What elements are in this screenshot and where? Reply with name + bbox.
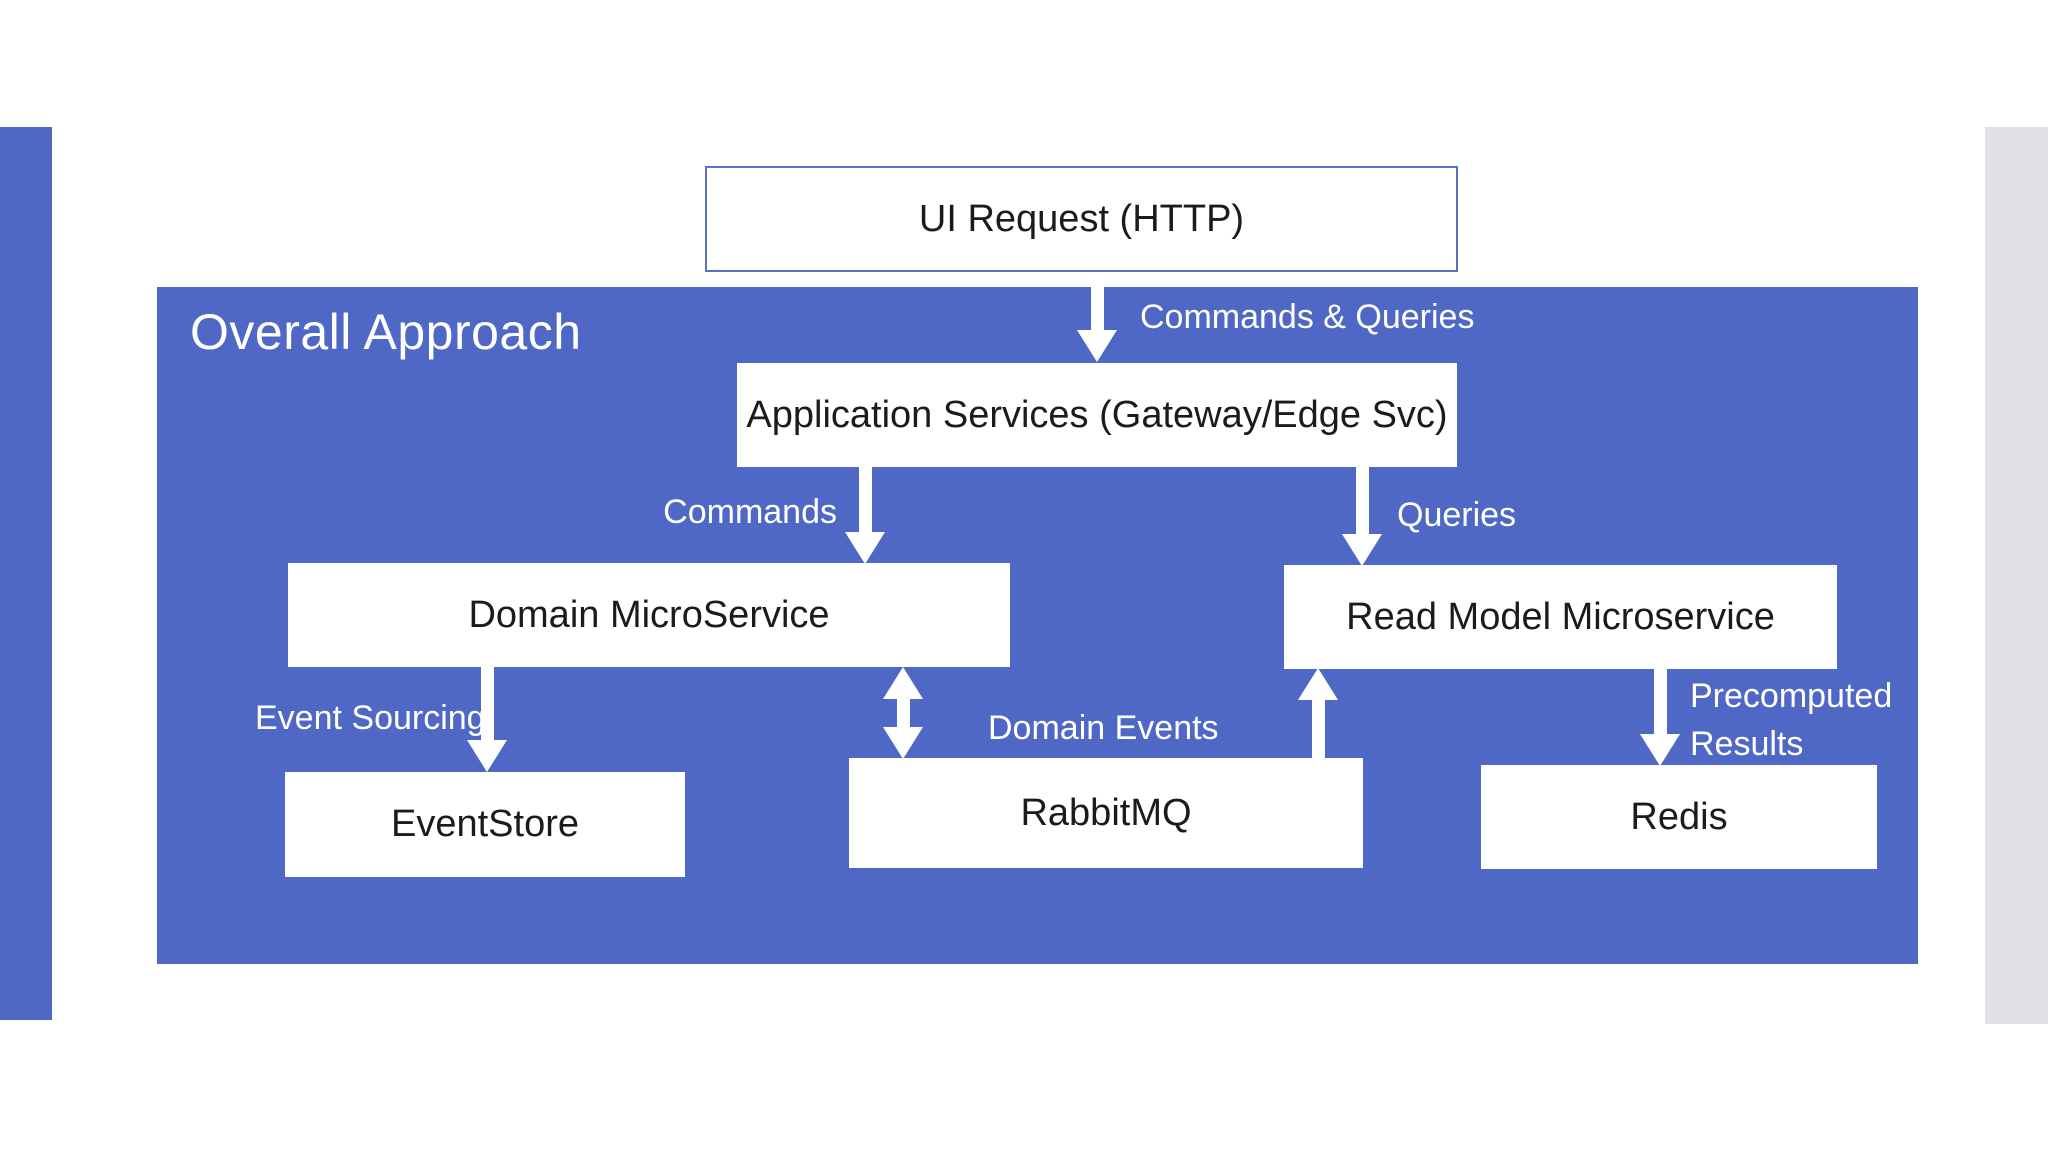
edge-label-commands: Commands [663,493,837,531]
arrow-updown-icon [883,667,923,759]
arrow-shaft [1090,272,1104,334]
arrowhead-down-icon [1640,734,1680,766]
panel-title: Overall Approach [190,304,582,360]
arrowhead-down-icon [467,740,507,772]
arrowhead-up-icon [883,667,923,699]
edge-label-precomputed-line1: Precomputed [1690,677,1893,715]
node-redis: Redis [1481,765,1877,869]
node-rabbitmq-label: RabbitMQ [1020,791,1192,834]
arrow-up-icon [1298,668,1338,759]
node-application-services-label: Application Services (Gateway/Edge Svc) [746,393,1448,436]
arrow-down-icon [1342,467,1382,566]
arrow-shaft [1355,467,1369,538]
arrow-shaft [858,467,872,536]
arrow-shaft [1311,696,1325,759]
arrow-down-icon [467,667,507,772]
arrowhead-down-icon [1342,534,1382,566]
arrow-shaft [480,667,494,744]
node-eventstore-label: EventStore [391,803,579,845]
node-ui-request: UI Request (HTTP) [705,166,1458,272]
edge-label-queries: Queries [1397,496,1517,534]
node-domain-microservice: Domain MicroService [288,563,1010,667]
arrowhead-down-icon [845,532,885,564]
arrowhead-up-icon [1298,668,1338,700]
node-redis-label: Redis [1630,795,1728,838]
arrowhead-down-icon [883,727,923,759]
edge-label-domain-events: Domain Events [988,709,1219,747]
right-accent-bar [1985,127,2048,1024]
arrow-shaft [896,695,910,731]
arrow-down-icon [1640,669,1680,766]
node-application-services: Application Services (Gateway/Edge Svc) [737,363,1457,467]
node-domain-microservice-label: Domain MicroService [468,593,830,636]
edge-label-event-sourcing: Event Sourcing [255,699,486,737]
left-accent-bar [0,127,52,1020]
edge-label-precomputed-results: Precomputed Results [1690,672,1892,768]
node-rabbitmq: RabbitMQ [849,758,1363,868]
node-read-model-microservice: Read Model Microservice [1284,565,1837,669]
arrow-down-icon [1077,272,1117,362]
edge-label-commands-and-queries: Commands & Queries [1140,298,1475,336]
node-ui-request-label: UI Request (HTTP) [918,197,1245,240]
arrowhead-down-icon [1077,330,1117,362]
arrow-down-icon [845,467,885,564]
node-eventstore: EventStore [285,772,685,877]
arrow-shaft [1653,669,1667,738]
edge-label-precomputed-line2: Results [1690,725,1804,763]
node-read-model-microservice-label: Read Model Microservice [1346,595,1775,638]
